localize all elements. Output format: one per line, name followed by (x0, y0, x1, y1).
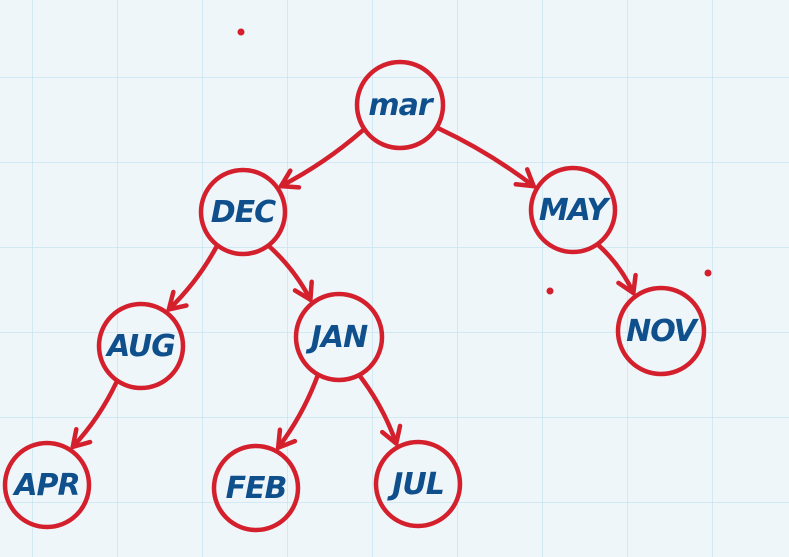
node-aug-label: AUG (105, 329, 175, 364)
node-mar-label: mar (368, 88, 435, 123)
node-dec: DEC (198, 167, 288, 257)
node-mar-circle (354, 59, 446, 151)
node-apr-circle (2, 440, 92, 530)
node-jul-circle (373, 439, 463, 529)
tree-edges (70, 126, 638, 450)
node-jul-label: JUL (387, 467, 444, 502)
node-may: MAY (528, 165, 618, 255)
edge-mar-to-may (436, 126, 536, 189)
arrowhead-jan-to-feb (275, 427, 298, 450)
edge-aug-to-apr (70, 380, 119, 450)
node-apr: APR (2, 440, 92, 530)
arrowhead-jan-to-jul (380, 423, 403, 446)
node-feb: FEB (211, 443, 301, 533)
arrowhead-aug-to-apr (70, 426, 93, 450)
node-mar: mar (354, 59, 446, 151)
node-jul: JUL (373, 439, 463, 529)
arrowhead-mar-to-may (513, 167, 536, 189)
edge-may-to-nov (596, 243, 636, 296)
node-may-circle (528, 165, 618, 255)
stray-ink-dot (237, 28, 245, 36)
node-nov: NOV (615, 285, 707, 377)
arrowhead-dec-to-jan (292, 279, 314, 302)
node-jan: JAN (293, 291, 385, 383)
edge-mar-to-dec (278, 128, 366, 189)
arrowhead-dec-to-aug (166, 289, 189, 312)
node-feb-circle (211, 443, 301, 533)
node-jan-label: JAN (306, 320, 368, 355)
arrowhead-may-to-nov (616, 272, 638, 296)
node-may-label: MAY (539, 193, 612, 228)
node-jan-circle (293, 291, 385, 383)
node-feb-label: FEB (226, 471, 287, 506)
edge-jan-to-feb (275, 374, 320, 450)
node-dec-circle (198, 167, 288, 257)
node-apr-label: APR (12, 468, 79, 503)
arrowhead-mar-to-dec (278, 168, 302, 190)
edge-jan-to-jul (358, 374, 399, 446)
edge-dec-to-aug (166, 244, 219, 312)
stray-ink-dot (546, 287, 554, 295)
node-nov-label: NOV (626, 314, 700, 349)
stray-ink-dot (704, 269, 712, 277)
node-nov-circle (615, 285, 707, 377)
node-aug: AUG (96, 301, 186, 391)
node-aug-circle (96, 301, 186, 391)
edge-dec-to-jan (267, 244, 313, 302)
node-dec-label: DEC (211, 195, 276, 230)
